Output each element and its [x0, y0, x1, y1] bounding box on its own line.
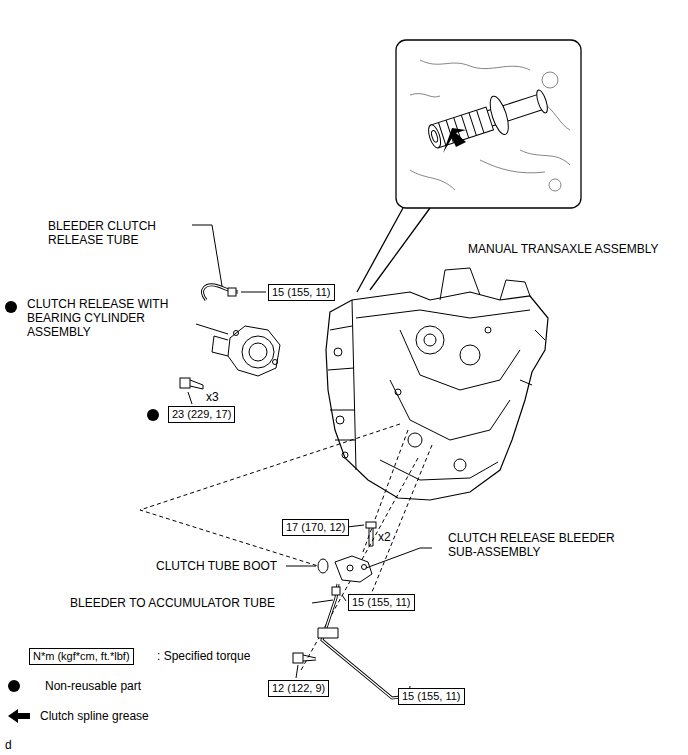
- part-name: CLUTCH RELEASE BLEEDER SUB-ASSEMBLY: [448, 531, 628, 559]
- legend-text: Clutch spline grease: [40, 709, 149, 723]
- torque-box: 12 (122, 9): [268, 680, 329, 697]
- transaxle-housing: [326, 268, 548, 500]
- legend-arrow: [8, 709, 30, 723]
- bolt: [293, 653, 316, 663]
- quantity-label: x3: [206, 390, 219, 404]
- torque-box: 15 (155, 11): [398, 688, 465, 705]
- legend-text: Non-reusable part: [45, 679, 141, 693]
- leader-line: [192, 225, 222, 286]
- torque-value: 17 (170, 12): [286, 521, 345, 533]
- leader-line: [312, 600, 333, 603]
- leader-line: [241, 292, 266, 293]
- input-shaft: [424, 81, 552, 157]
- housing-detail: [410, 60, 570, 191]
- bolt: [180, 378, 203, 389]
- figure-code: d: [5, 738, 12, 752]
- quantity-label: x2: [378, 530, 391, 544]
- bleeder-tube-inner: [203, 285, 238, 300]
- release-bleeder: [335, 556, 372, 582]
- torque-value: 23 (229, 17): [172, 408, 231, 420]
- part-name: MANUAL TRANSAXLE ASSEMBLY: [468, 242, 659, 256]
- torque-box: 15 (155, 11): [268, 284, 335, 301]
- tube-nut: [332, 587, 340, 595]
- legend-text: : Specified torque: [157, 649, 250, 663]
- bleeder-tube: [203, 285, 238, 300]
- torque-value: 15 (155, 11): [272, 286, 331, 298]
- part-name: BLEEDER TO ACCUMULATOR TUBE: [70, 596, 275, 610]
- zoom-inset: [396, 40, 581, 208]
- leader-line: [366, 548, 432, 568]
- torque-value: 12 (122, 9): [272, 682, 325, 694]
- leader-line: [286, 566, 316, 567]
- part-name: CLUTCH TUBE BOOT: [156, 559, 277, 573]
- leader-line: [296, 665, 298, 678]
- non-reusable-dot: [147, 409, 159, 421]
- tube-bracket: [318, 628, 338, 638]
- torque-box: 23 (229, 17): [168, 406, 235, 423]
- assembly-line: [140, 424, 432, 672]
- torque-box: 17 (170, 12): [282, 519, 349, 536]
- tube-boot: [318, 559, 328, 573]
- leader-line: [188, 392, 192, 404]
- bolt: [366, 522, 376, 546]
- leader-line: [347, 525, 364, 527]
- part-name: BLEEDER CLUTCH RELEASE TUBE: [48, 219, 183, 247]
- release-cylinder: [212, 326, 280, 376]
- torque-box: N*m (kgf*cm, ft.*lbf): [29, 648, 134, 665]
- grease-arrow: [443, 128, 466, 153]
- torque-value: 15 (155, 11): [402, 690, 461, 702]
- callout-pointer: [357, 208, 430, 292]
- torque-box: 15 (155, 11): [348, 594, 415, 611]
- tube-nut: [228, 288, 236, 296]
- torque-value: 15 (155, 11): [352, 596, 411, 608]
- torque-value: N*m (kgf*cm, ft.*lbf): [33, 650, 130, 662]
- leader-line: [342, 595, 346, 601]
- leader-line: [196, 324, 228, 334]
- part-name: CLUTCH RELEASE WITH BEARING CYLINDER ASS…: [27, 297, 177, 339]
- non-reusable-dot: [5, 301, 17, 313]
- legend-dot: [8, 680, 20, 692]
